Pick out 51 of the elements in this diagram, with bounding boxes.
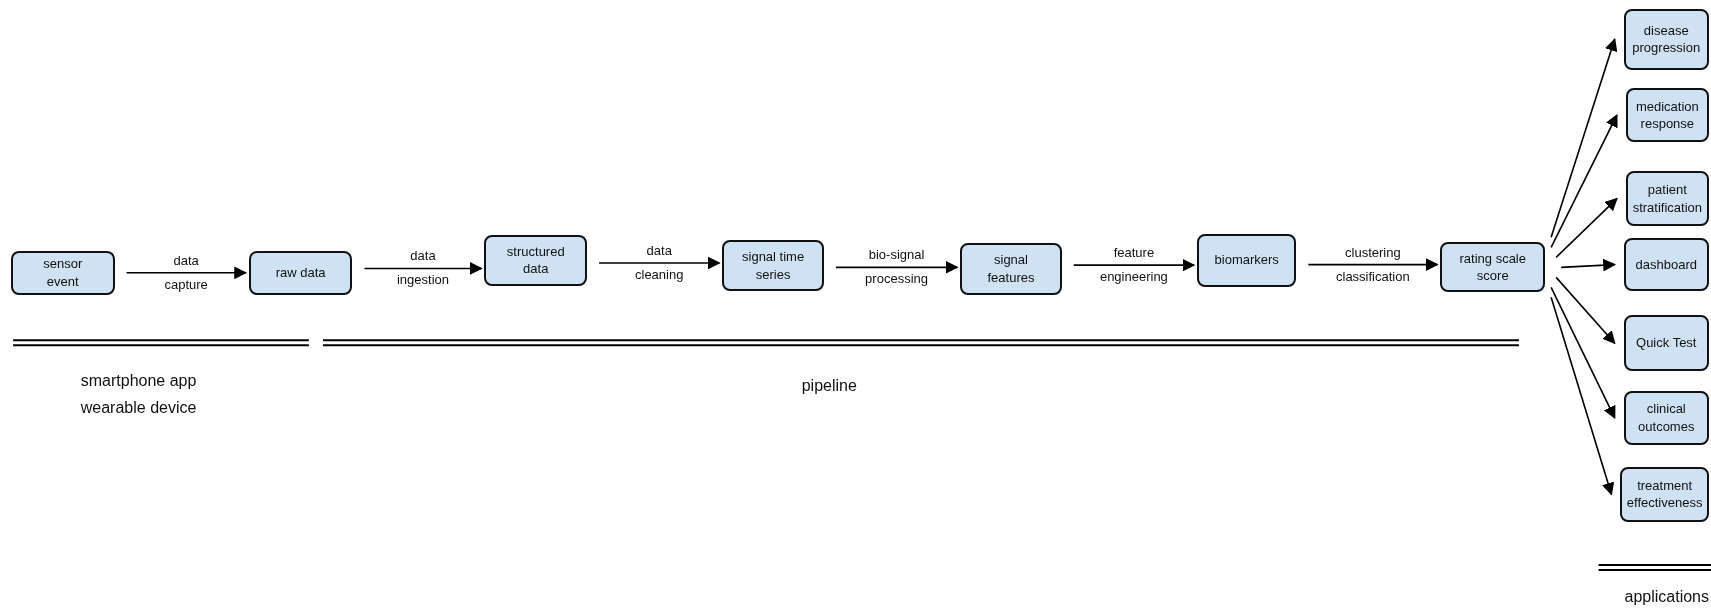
process-box xyxy=(1623,237,1709,292)
process-box xyxy=(10,250,115,295)
group-caption: pipeline xyxy=(801,377,857,396)
process-box xyxy=(1623,8,1709,70)
process-box xyxy=(484,234,588,286)
arrow xyxy=(1072,258,1196,272)
process-box xyxy=(1623,315,1709,371)
group-caption: wearable device xyxy=(80,399,197,418)
arrow xyxy=(1550,296,1615,496)
group-caption: smartphone app xyxy=(80,371,197,390)
arrow xyxy=(363,262,483,275)
process-box xyxy=(1197,233,1297,287)
process-box xyxy=(1625,88,1709,142)
process-box xyxy=(1623,390,1709,446)
process-box xyxy=(1625,171,1709,226)
arrow xyxy=(125,266,248,280)
arrow xyxy=(1555,197,1618,259)
box-label: Quick Test xyxy=(1636,334,1697,352)
process-box xyxy=(722,240,824,292)
edge-label: data capture xyxy=(163,251,209,294)
group-caption: applications xyxy=(1624,587,1709,606)
arrow xyxy=(1550,114,1618,249)
arrow xyxy=(835,260,959,274)
edge-label: clustering classification xyxy=(1335,243,1411,286)
box-label: biomarkers xyxy=(1214,251,1279,269)
arrow xyxy=(1307,258,1439,271)
box-label: treatment effectiveness xyxy=(1626,476,1703,512)
edge-label: feature engineering xyxy=(1098,244,1169,287)
arrow xyxy=(1555,276,1616,345)
process-box xyxy=(960,243,1062,295)
edge-label: data cleaning xyxy=(634,241,685,284)
box-label: structured data xyxy=(505,242,566,278)
arrow xyxy=(598,256,721,270)
box-label: signal time series xyxy=(741,248,806,284)
box-label: medication response xyxy=(1634,97,1700,133)
box-label: dashboard xyxy=(1635,255,1697,274)
arrow xyxy=(1550,286,1616,420)
box-label: rating scale score xyxy=(1458,249,1527,285)
edge-label: data ingestion xyxy=(395,247,450,290)
process-box xyxy=(1620,467,1709,522)
process-box xyxy=(248,250,353,295)
edge-label: bio-signal processing xyxy=(864,246,929,289)
box-label: disease progression xyxy=(1631,21,1702,57)
box-label: raw data xyxy=(275,264,326,282)
box-label: sensor event xyxy=(42,255,84,291)
arrow xyxy=(1550,38,1618,239)
arrow xyxy=(1560,258,1616,272)
box-label: clinical outcomes xyxy=(1637,400,1696,436)
box-label: signal features xyxy=(986,251,1036,287)
box-label: patient stratification xyxy=(1631,181,1703,217)
process-box xyxy=(1440,242,1546,293)
